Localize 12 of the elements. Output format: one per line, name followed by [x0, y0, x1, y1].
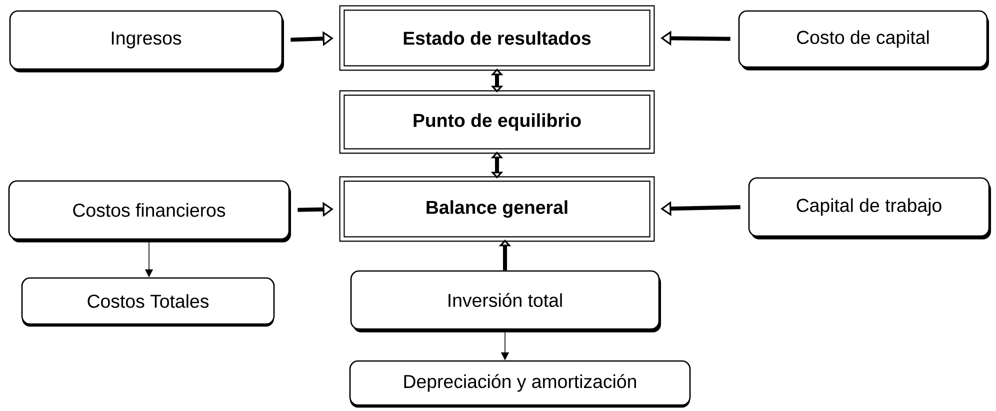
double-bordered-box: Punto de equilibrio: [339, 90, 655, 154]
rounded-box: Costos financieros: [8, 180, 291, 242]
rounded-box: Costo de capital: [738, 10, 989, 70]
block-arrow: [490, 68, 504, 92]
rounded-box: Costos Totales: [21, 277, 275, 327]
block-arrow: [490, 152, 504, 178]
double-bordered-box: Balance general: [339, 176, 655, 242]
rounded-box: Inversión total: [350, 270, 661, 332]
double-bordered-box: Estado de resultados: [339, 5, 655, 71]
rounded-box: Depreciación y amortización: [349, 360, 691, 408]
rounded-box: Ingresos: [9, 10, 284, 72]
rounded-box: Capital de trabajo: [748, 177, 991, 240]
